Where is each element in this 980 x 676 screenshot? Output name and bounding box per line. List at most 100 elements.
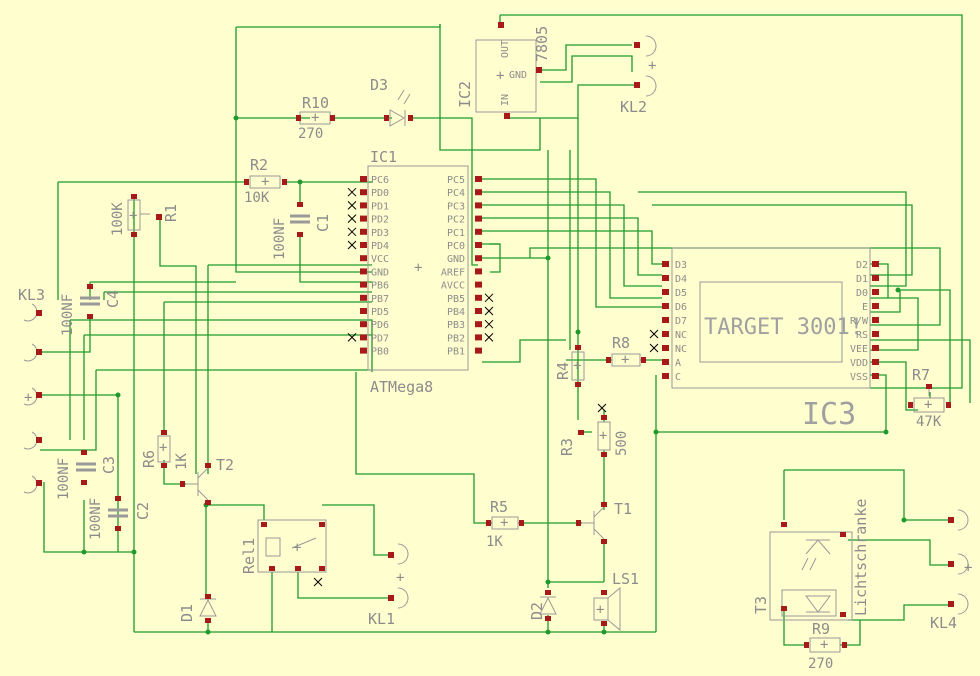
pin-pad[interactable]: [872, 261, 879, 267]
diode-d2[interactable]: D2: [528, 590, 557, 621]
pin-pad[interactable]: [662, 275, 669, 281]
pin-pad[interactable]: [360, 268, 367, 275]
ic2-regulator[interactable]: IC2 7805 OUT GND IN +: [456, 22, 551, 119]
pin-label-pb5: PB5: [447, 294, 465, 305]
pin-pad[interactable]: [475, 255, 482, 262]
pin-pad[interactable]: [475, 334, 482, 341]
kl4-ref: KL4: [930, 614, 957, 632]
pin-pad[interactable]: [475, 308, 482, 314]
connector-kl1[interactable]: + KL1: [368, 543, 409, 628]
pin-pad[interactable]: [662, 331, 669, 337]
pin-pad[interactable]: [360, 294, 367, 301]
pin-pad[interactable]: [360, 255, 367, 262]
pin-pad[interactable]: [360, 334, 367, 341]
transistor-t1[interactable]: T1: [576, 500, 632, 544]
connector-kl3[interactable]: KL3: [18, 286, 45, 362]
connector-kl4[interactable]: + KL4: [930, 509, 972, 632]
pin-pad[interactable]: [872, 275, 879, 281]
pin-pad[interactable]: [360, 189, 367, 196]
connector-kl2[interactable]: + KL2: [620, 35, 657, 116]
pin-pad[interactable]: [475, 321, 482, 328]
pin-pad[interactable]: [475, 242, 482, 248]
rel1-ref: Rel1: [240, 538, 258, 574]
r7-ref: R7: [912, 366, 930, 384]
pin-pad[interactable]: [360, 228, 367, 235]
pin-pad[interactable]: [475, 228, 482, 235]
ic1-value: ATMega8: [370, 378, 433, 396]
pin-pad[interactable]: [662, 373, 669, 379]
pin-pad[interactable]: [475, 294, 482, 301]
pin-pad[interactable]: [662, 359, 669, 365]
pin-pad[interactable]: [872, 331, 879, 337]
pin-pad[interactable]: [360, 242, 367, 248]
speaker-ls1[interactable]: + LS1: [593, 570, 639, 632]
relay-rel1[interactable]: + Rel1: [240, 519, 327, 587]
resistor-r5[interactable]: + R5 1K: [486, 498, 524, 550]
transistor-t2[interactable]: T2: [180, 456, 234, 505]
pin-pad[interactable]: [872, 303, 879, 309]
resistor-r1[interactable]: + R1 100K: [110, 194, 180, 237]
resistor-r8[interactable]: + R8: [606, 334, 646, 368]
pin-pad[interactable]: [475, 268, 482, 275]
pin-pad[interactable]: [872, 289, 879, 295]
pin-pad[interactable]: [360, 176, 367, 182]
pin-label-vee: VEE: [850, 344, 868, 355]
pin-label-nc: NC: [675, 344, 687, 355]
capacitor-c3[interactable]: C3 100NF: [56, 450, 118, 500]
connector-left-terminals[interactable]: +: [23, 387, 42, 494]
r9-center-mark: +: [820, 637, 828, 653]
pin-pad[interactable]: [872, 359, 879, 365]
pin-label-gnd: GND: [371, 267, 389, 278]
pin-pad[interactable]: [662, 317, 669, 323]
pin-pad[interactable]: [360, 347, 367, 354]
pin-pad[interactable]: [475, 347, 482, 354]
pin-pad[interactable]: [360, 202, 367, 209]
resistor-r3[interactable]: + R3 500: [558, 403, 630, 457]
pin-pad[interactable]: [360, 321, 367, 328]
r1-value: 100K: [110, 202, 126, 236]
pin-pad[interactable]: [662, 289, 669, 295]
resistor-r10[interactable]: + R10 270: [296, 94, 335, 142]
ic1-atmega8[interactable]: IC1 ATMega8 + PC6PD0PD1PD2PD3PD4VCCGNDPB…: [347, 148, 494, 396]
opto-t3[interactable]: T3 Lichtschranke: [752, 499, 870, 621]
diode-d3[interactable]: D3: [370, 76, 413, 127]
rel1-center-mark: +: [293, 540, 301, 556]
resistor-r9[interactable]: + R9 270: [804, 620, 847, 672]
capacitor-c4[interactable]: C4 100NF: [60, 284, 122, 336]
pin-pad[interactable]: [475, 215, 482, 222]
pin-pad[interactable]: [360, 308, 367, 314]
pin-pad[interactable]: [662, 345, 669, 351]
ls1-center-mark: +: [596, 602, 604, 618]
pin-pad[interactable]: [360, 281, 367, 288]
pin-pad[interactable]: [662, 261, 669, 267]
capacitor-c2[interactable]: C2 100NF: [88, 496, 152, 540]
resistor-r4[interactable]: + R4: [554, 345, 585, 387]
r1-center-mark: +: [129, 208, 137, 224]
capacitor-c1[interactable]: C1 100NF: [272, 202, 332, 260]
pin-label-pb7: PB7: [371, 294, 389, 305]
pin-label-pc6: PC6: [371, 175, 389, 186]
pin-pad[interactable]: [662, 303, 669, 309]
r6-value: 1K: [174, 453, 190, 470]
pin-pad[interactable]: [475, 176, 482, 182]
resistor-r7[interactable]: + R7 47K: [908, 366, 951, 430]
pin-pad[interactable]: [872, 317, 879, 323]
pin-label-e: E: [862, 302, 868, 313]
pin-label-pd3: PD3: [371, 228, 389, 239]
resistor-r2[interactable]: + R2 10K: [244, 156, 287, 206]
r7-value: 47K: [916, 414, 942, 430]
c1-ref: C1: [314, 214, 332, 232]
pin-label-aref: AREF: [441, 267, 465, 278]
pin-pad[interactable]: [475, 281, 482, 288]
pin-pad[interactable]: [475, 202, 482, 209]
pin-pad[interactable]: [872, 373, 879, 379]
pin-pad[interactable]: [360, 215, 367, 222]
pin-pad[interactable]: [475, 189, 482, 196]
pin-pad[interactable]: [872, 345, 879, 351]
resistor-r6[interactable]: + R6 1K: [140, 430, 190, 470]
r6-center-mark: +: [159, 440, 167, 456]
diode-d1[interactable]: D1: [178, 594, 217, 623]
pin-label-pc3: PC3: [447, 201, 465, 212]
